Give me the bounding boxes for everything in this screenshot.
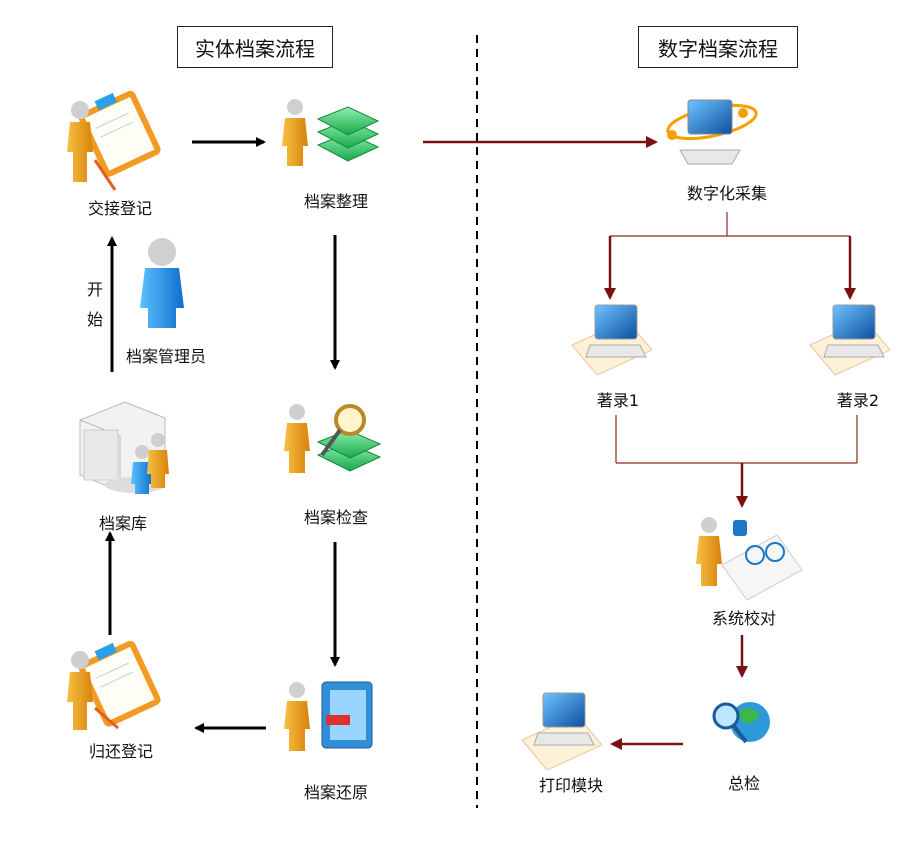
sorting-icon: [282, 99, 380, 166]
print-label: 打印模块: [538, 776, 604, 795]
catalog2-icon: [809, 304, 891, 376]
handover-icon: [67, 90, 161, 191]
final-check-icon: [712, 702, 770, 744]
archive-icon: [79, 401, 169, 494]
catalog2-label: 著录2: [836, 391, 880, 410]
manager-icon: [140, 238, 184, 328]
restore-label: 档案还原: [303, 783, 369, 802]
capture-label: 数字化采集: [686, 184, 768, 203]
catalog1-label: 著录1: [596, 391, 640, 410]
catalog1-icon: [571, 304, 653, 376]
final-check-label: 总检: [727, 774, 761, 793]
print-icon: [521, 692, 603, 771]
physical-flow-title: 实体档案流程: [177, 26, 333, 68]
sorting-label: 档案整理: [303, 192, 369, 211]
start-label: 开始: [86, 280, 103, 329]
proofread-icon: [696, 517, 803, 601]
restore-icon: [284, 681, 373, 751]
return-icon: [67, 640, 161, 730]
connector-catalog-to-proofread: [615, 415, 858, 508]
return-label: 归还登记: [88, 742, 154, 761]
handover-label: 交接登记: [87, 199, 153, 218]
manager-label: 档案管理员: [125, 347, 207, 366]
capture-icon: [666, 99, 758, 165]
proofread-label: 系统校对: [711, 609, 777, 628]
archive-label: 档案库: [98, 514, 148, 533]
connector-capture-to-catalog: [604, 212, 856, 300]
inspect-icon: [284, 404, 382, 473]
digital-flow-title: 数字档案流程: [638, 26, 798, 68]
inspect-label: 档案检查: [303, 508, 369, 527]
